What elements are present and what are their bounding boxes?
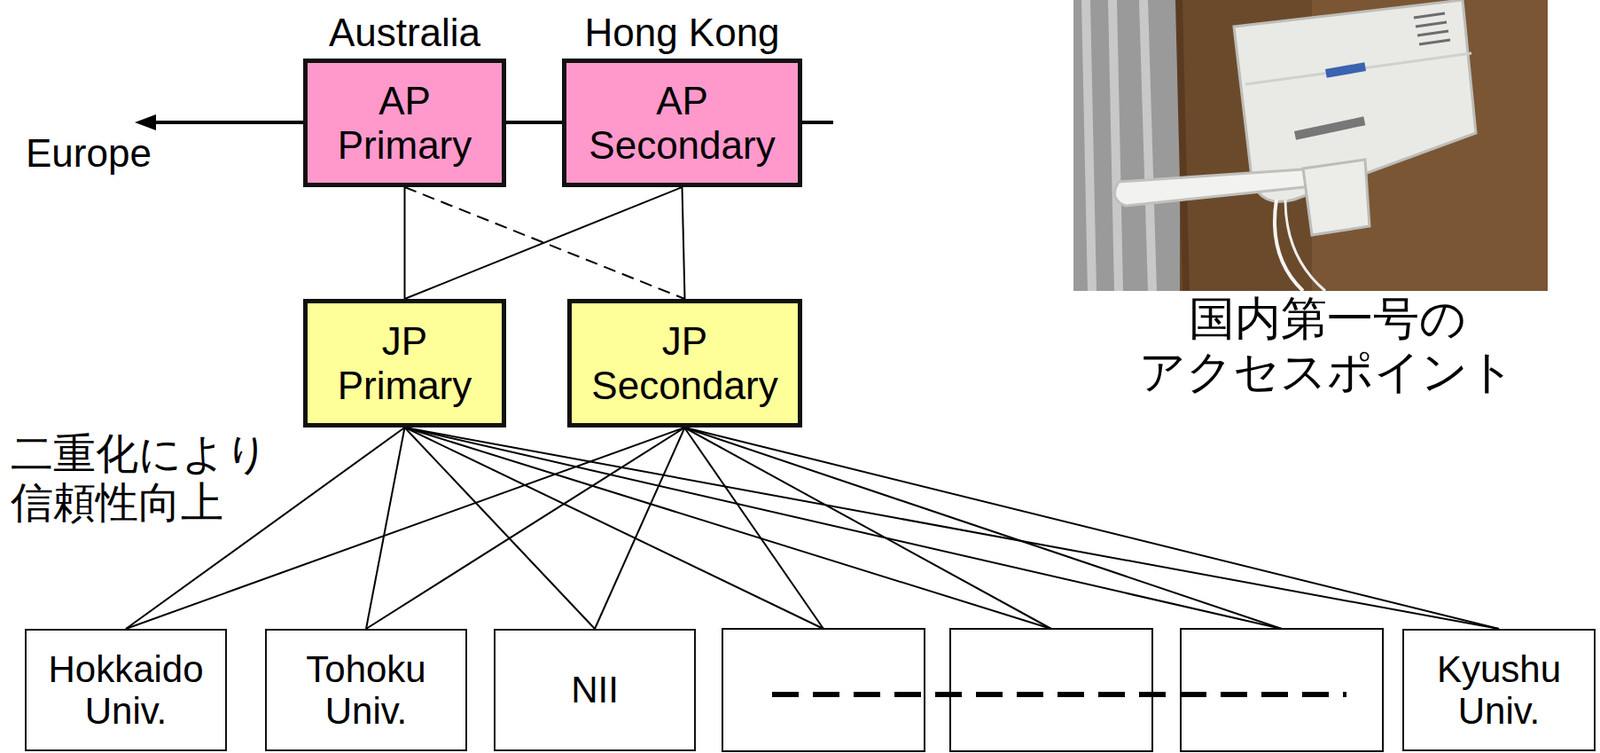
link-line xyxy=(405,187,686,299)
access-point-photo xyxy=(1073,0,1548,291)
link-line xyxy=(366,427,686,629)
link-line xyxy=(405,427,1500,629)
node-label: JP Primary xyxy=(314,319,495,407)
photo-caption: 国内第一号の アクセスポイント xyxy=(1118,292,1536,399)
link-line xyxy=(366,427,406,629)
link-line xyxy=(594,427,686,629)
link-line xyxy=(405,187,683,299)
link-line xyxy=(685,427,1500,629)
node-label: JP Secondary xyxy=(578,319,791,407)
server-box: AustraliaAP Primary xyxy=(303,58,507,188)
location-heading: Australia xyxy=(328,11,481,55)
location-heading: Hong Kong xyxy=(584,11,780,55)
blank-box-group xyxy=(722,628,1383,751)
link-line xyxy=(682,187,686,299)
direction-label: Europe xyxy=(25,131,152,177)
node-label: Tohoku Univ. xyxy=(273,647,459,732)
node-label: Kyushu Univ. xyxy=(1411,647,1587,732)
trunk-line xyxy=(506,120,562,125)
note-label: 二重化により 信頼性向上 xyxy=(10,429,286,527)
node-label: NII xyxy=(570,668,619,711)
node-label: AP Primary xyxy=(314,78,495,167)
server-box: JP Primary xyxy=(303,298,507,428)
trunk-line xyxy=(150,120,304,125)
node-label: Hokkaido Univ. xyxy=(33,647,219,732)
site-box: Tohoku Univ. xyxy=(265,628,468,751)
site-box: Hokkaido Univ. xyxy=(24,628,227,751)
link-line xyxy=(404,187,406,299)
arrow-head xyxy=(134,114,157,131)
trunk-line xyxy=(802,120,834,125)
ellipsis-dashes xyxy=(772,691,1347,697)
site-box: NII xyxy=(493,628,696,751)
site-box: Kyushu Univ. xyxy=(1402,628,1596,751)
server-box: JP Secondary xyxy=(567,298,803,428)
wire-group xyxy=(405,427,1282,629)
node-label: AP Secondary xyxy=(573,78,791,167)
server-box: Hong KongAP Secondary xyxy=(561,58,803,188)
